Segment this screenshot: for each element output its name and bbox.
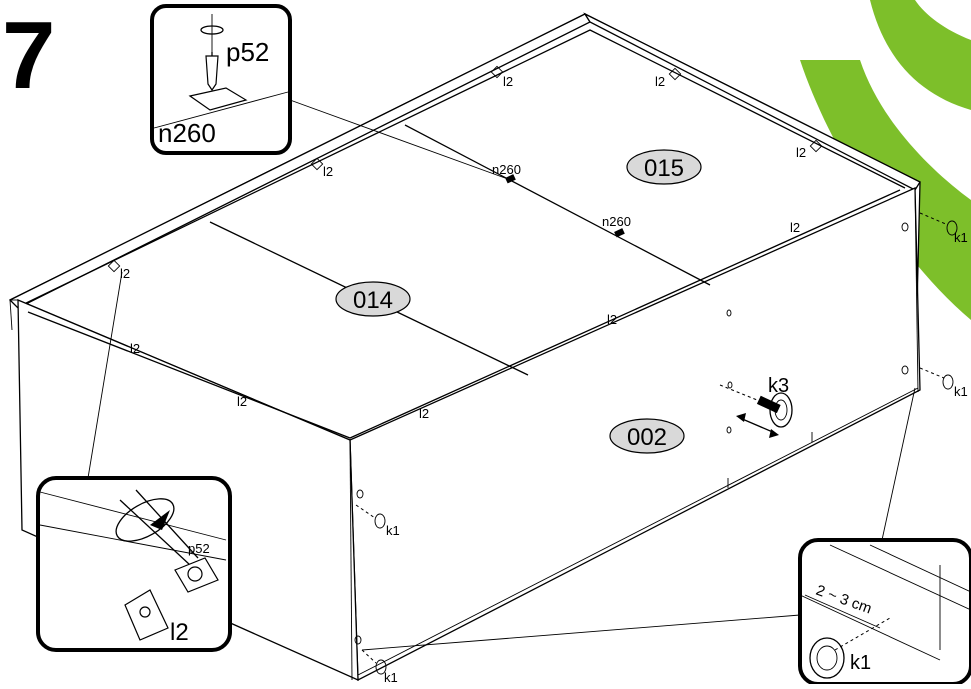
- part-oval-015-label: 015: [644, 155, 684, 182]
- inset-top-callout: p52 n260: [150, 4, 292, 155]
- panel-holes: [354, 222, 909, 645]
- part-oval-014: 014: [335, 281, 411, 317]
- inset-top-plate-label: n260: [158, 118, 216, 148]
- label-n260-2: n260: [602, 214, 631, 229]
- label-l2-1: l2: [120, 266, 130, 281]
- label-k1-3: k1: [386, 523, 400, 538]
- label-k1-4: k1: [384, 670, 398, 684]
- inset-right-arrow-1: [881, 387, 916, 541]
- k3-knob: [719, 384, 793, 438]
- inset-top-screw-label: p52: [226, 37, 269, 67]
- label-l2-10: l2: [419, 406, 429, 421]
- label-l2-6: l2: [790, 220, 800, 235]
- inset-left-screw-label: p52: [188, 541, 210, 556]
- label-l2-3: l2: [503, 74, 513, 89]
- inset-right-arrow-2: [361, 614, 801, 651]
- inset-top-arrow: [289, 99, 506, 179]
- label-l2-7: l2: [607, 312, 617, 327]
- n260-plate-markers: [505, 174, 625, 238]
- bracket-l2-markers: [107, 65, 823, 273]
- label-l2-2: l2: [323, 164, 333, 179]
- label-l2-8: l2: [130, 341, 140, 356]
- part-oval-014-label: 014: [353, 287, 393, 314]
- label-k1-2: k1: [954, 384, 968, 399]
- part-oval-002-label: 002: [627, 424, 667, 451]
- inset-right-peg-label: k1: [850, 652, 871, 674]
- label-l2-9: l2: [237, 394, 247, 409]
- label-k1-1: k1: [954, 230, 968, 245]
- part-oval-002: 002: [609, 418, 685, 454]
- inset-left-plate-label: l2: [170, 619, 189, 646]
- step-number: 7: [2, 2, 55, 109]
- label-l2-5: l2: [796, 145, 806, 160]
- label-k3: k3: [768, 375, 789, 397]
- inset-left-arrow: [87, 271, 123, 479]
- part-oval-015: 015: [626, 149, 702, 185]
- label-n260-1: n260: [492, 162, 521, 177]
- inset-right-callout: 2 ~ 3 cm k1: [798, 538, 971, 686]
- cabinet-body: [8, 12, 921, 682]
- k1-pegs: [355, 212, 958, 675]
- label-l2-4: l2: [655, 74, 665, 89]
- inset-left-callout: p52 l2: [36, 476, 232, 652]
